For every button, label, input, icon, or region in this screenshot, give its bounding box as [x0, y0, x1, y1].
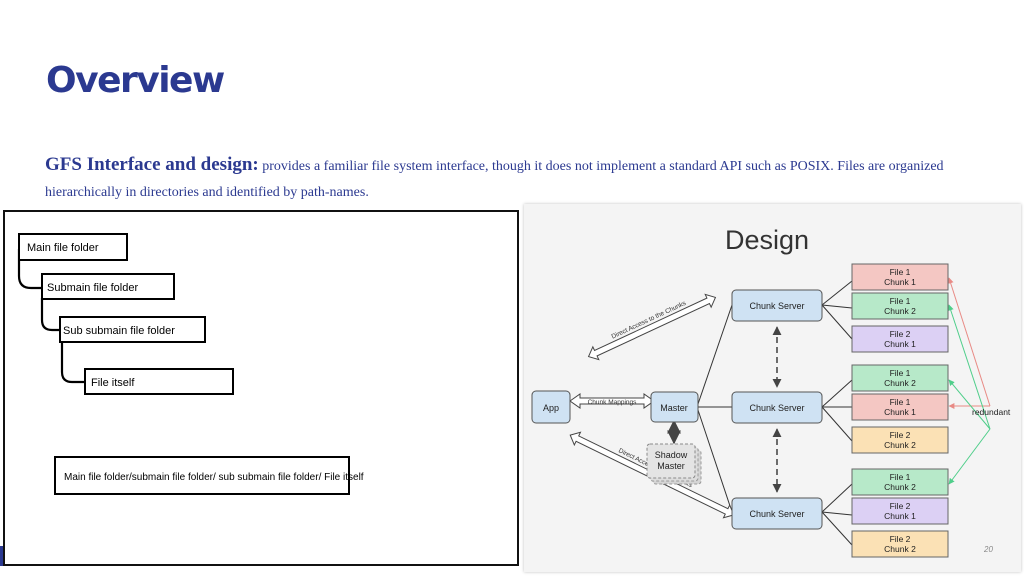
chunk-box-9-line-1: File 2	[890, 534, 911, 544]
chunk-box-6-line-2: Chunk 2	[884, 440, 916, 450]
chunk-server-2-label: Chunk Server	[749, 403, 804, 413]
direct-access-arrow-top: Direct Access to the Chunks	[587, 293, 717, 361]
full-path-label: Main file folder/submain file folder/ su…	[64, 472, 364, 483]
chunk-box-8-line-2: Chunk 1	[884, 511, 916, 521]
sub-submain-folder-label: Sub submain file folder	[63, 325, 175, 337]
slide-title: Overview	[46, 60, 225, 101]
direct-access-label-top: Direct Access to the Chunks	[611, 300, 688, 341]
chunk-server-1-label: Chunk Server	[749, 301, 804, 311]
chunk-box-1-line-1: File 1	[890, 267, 911, 277]
paragraph-lead: GFS Interface and design:	[45, 154, 259, 175]
intro-paragraph: GFS Interface and design: provides a fam…	[45, 152, 995, 206]
connector-main-to-submain	[17, 249, 41, 290]
chunk-box-2-line-1: File 1	[890, 296, 911, 306]
chunk-mappings-arrow: Chunk Mappings	[569, 393, 655, 409]
main-folder-label: Main file folder	[27, 242, 99, 254]
chunk-box-9-line-2: Chunk 2	[884, 544, 916, 554]
chunk-server-3: Chunk Server	[731, 497, 823, 530]
chunk-box-6-line-1: File 2	[890, 430, 911, 440]
master-server-links	[697, 280, 853, 546]
connector-sub-to-file	[60, 340, 85, 384]
master-node: Master	[650, 391, 699, 423]
app-label: App	[543, 403, 559, 413]
chunk-server-2: Chunk Server	[731, 391, 823, 424]
master-label: Master	[660, 403, 688, 413]
paragraph-body: provides a familiar file system interfac…	[45, 159, 944, 200]
sub-submain-folder-node: Sub submain file folder	[59, 316, 206, 343]
chunk-mappings-label: Chunk Mappings	[588, 399, 638, 406]
design-title: Design	[725, 225, 809, 255]
connector-submain-to-sub	[40, 298, 60, 332]
chunk-box-8-line-1: File 2	[890, 501, 911, 511]
main-folder-node: Main file folder	[18, 233, 128, 261]
folder-hierarchy-figure: Main file folder Submain file folder Sub…	[3, 210, 519, 566]
redundant-label: redundant	[972, 407, 1011, 417]
gfs-design-figure: Design Chunk Mappings	[524, 204, 1021, 572]
app-node: App	[531, 390, 571, 424]
chunk-box-3-line-2: Chunk 1	[884, 339, 916, 349]
submain-folder-node: Submain file folder	[41, 273, 175, 300]
slide-edge-mark	[0, 546, 3, 566]
chunk-server-1: Chunk Server	[731, 289, 823, 322]
full-path-box: Main file folder/submain file folder/ su…	[54, 456, 364, 495]
redundancy-arrows	[947, 277, 991, 485]
chunk-box-1-line-2: Chunk 1	[884, 277, 916, 287]
chunk-box-4-line-1: File 1	[890, 368, 911, 378]
chunk-box-4-line-2: Chunk 2	[884, 378, 916, 388]
file-itself-label: File itself	[91, 377, 135, 389]
shadow-master-label-2: Master	[657, 461, 685, 471]
chunk-box-5-line-1: File 1	[890, 397, 911, 407]
chunk-box-5-line-2: Chunk 1	[884, 407, 916, 417]
gfs-design-svg: Design Chunk Mappings	[531, 225, 1011, 558]
page-number: 20	[983, 545, 993, 554]
file-itself-node: File itself	[84, 368, 234, 395]
chunk-box-7-line-1: File 1	[890, 472, 911, 482]
chunk-box-3-line-1: File 2	[890, 329, 911, 339]
chunk-box-7-line-2: Chunk 2	[884, 482, 916, 492]
chunk-box-2-line-2: Chunk 2	[884, 306, 916, 316]
submain-folder-label: Submain file folder	[47, 282, 138, 294]
folder-hierarchy-svg: Main file folder Submain file folder Sub…	[17, 233, 364, 495]
shadow-master-label-1: Shadow	[655, 450, 688, 460]
chunk-server-3-label: Chunk Server	[749, 509, 804, 519]
shadow-master-node: Shadow Master	[646, 443, 702, 485]
